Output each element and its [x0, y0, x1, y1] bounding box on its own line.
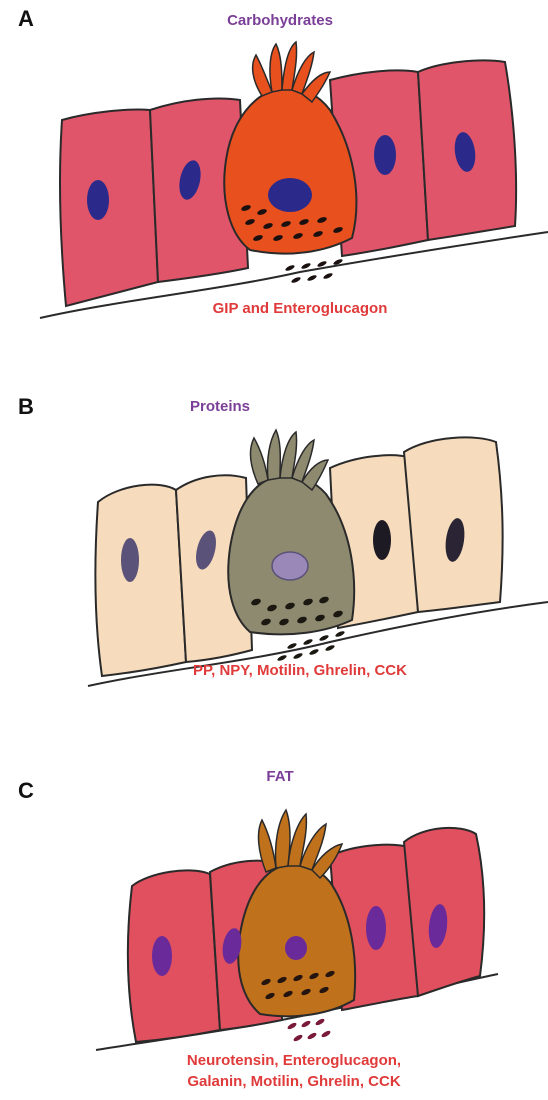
nucleus-a1 [87, 180, 109, 220]
absorptive-cell-b1 [95, 485, 186, 676]
nucleus-c1 [152, 936, 172, 976]
hormone-line: GIP and Enteroglucagon [150, 298, 450, 319]
epithelium-diagram-a [0, 0, 548, 340]
nucleus-c4 [366, 906, 386, 950]
absorptive-cell-c1 [128, 870, 220, 1042]
hormone-line: Galanin, Motilin, Ghrelin, CCK [134, 1071, 454, 1092]
absorptive-cell-a1 [60, 109, 158, 306]
panel-a: A Carbohydrates [0, 0, 548, 340]
nucleus-b3 [272, 552, 308, 580]
hormone-label-b: PP, NPY, Motilin, Ghrelin, CCK [140, 660, 460, 681]
nucleus-b1 [121, 538, 139, 582]
nucleus-c3 [285, 936, 307, 960]
hormone-line: PP, NPY, Motilin, Ghrelin, CCK [140, 660, 460, 681]
hormone-line: Neurotensin, Enteroglucagon, [134, 1050, 454, 1071]
hormone-label-c: Neurotensin, Enteroglucagon, Galanin, Mo… [134, 1050, 454, 1092]
panel-b: B Proteins [0, 380, 548, 710]
epithelium-diagram-c [0, 760, 548, 1100]
hormone-label-a: GIP and Enteroglucagon [150, 298, 450, 319]
nucleus-a4 [374, 135, 396, 175]
nucleus-a3 [268, 178, 312, 212]
panel-c: C FAT [0, 760, 548, 1100]
released-granules-c [287, 1018, 332, 1043]
nucleus-b4 [373, 520, 391, 560]
released-granules-a [285, 258, 344, 284]
